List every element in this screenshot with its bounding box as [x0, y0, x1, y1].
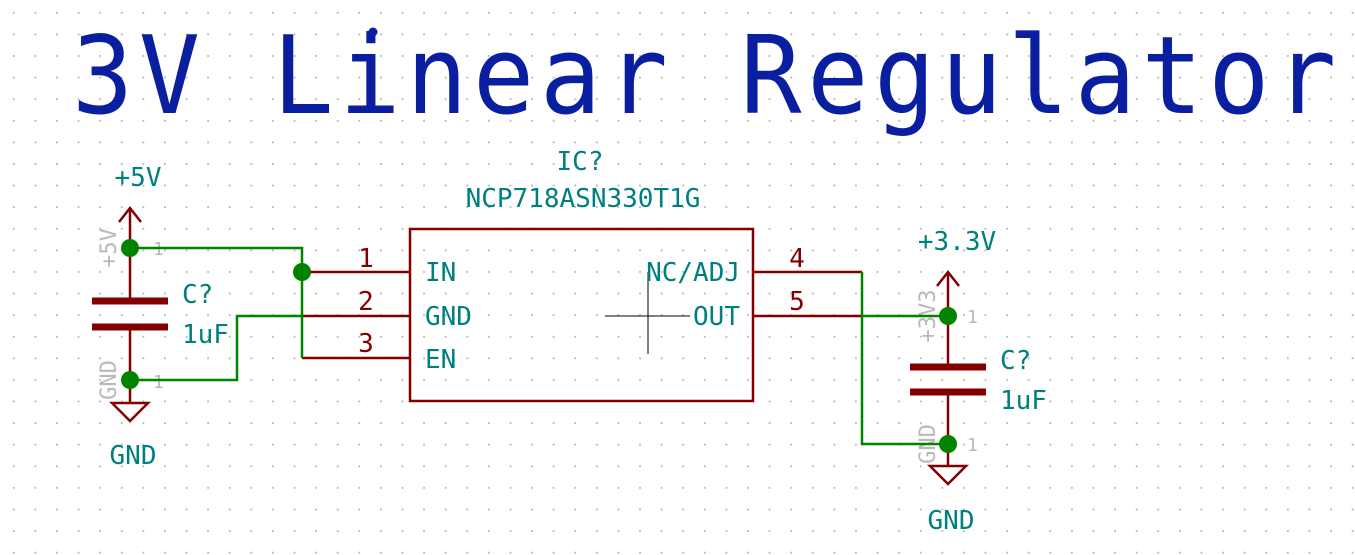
input-capacitor[interactable] [92, 248, 168, 380]
pin-4-number: 4 [789, 244, 805, 274]
pin-5-name: OUT [693, 302, 740, 332]
junction-gnd-input[interactable] [121, 371, 139, 389]
pin-2-name: GND [425, 302, 472, 332]
junction-3v3[interactable] [939, 307, 957, 325]
ground-pin-number-output: 1 [967, 435, 978, 456]
ground-pin-label-input: GND [97, 360, 122, 400]
ic-reference: IC? [557, 147, 604, 177]
pin-1-name: IN [425, 258, 456, 288]
power-pin-number-3v3: 1 [967, 307, 978, 328]
ground-label-input: GND [110, 441, 157, 471]
pin-3-number: 3 [358, 329, 374, 359]
power-label-5v: +5V [115, 163, 162, 193]
wire-gnd-input[interactable] [130, 314, 302, 382]
wire-5v-to-in-en[interactable] [130, 246, 304, 358]
power-pin-number-5v: 1 [153, 239, 164, 260]
junction-gnd-output[interactable] [939, 435, 957, 453]
ground-label-output: GND [928, 506, 975, 536]
sheet-title: 3V Linear Regulator [72, 14, 1342, 139]
input-cap-reference: C? [182, 280, 213, 310]
power-pin-label-5v: +5V [97, 228, 122, 268]
pin-1-number: 1 [358, 244, 374, 274]
junction-in-en[interactable] [293, 263, 311, 281]
pin-3-name: EN [425, 345, 456, 375]
ground-pin-number-input: 1 [153, 372, 164, 393]
junction-5v[interactable] [121, 239, 139, 257]
title-anchor-dot [368, 27, 378, 37]
wire-ncadj-to-gnd[interactable] [860, 272, 948, 446]
output-cap-reference: C? [1000, 346, 1031, 376]
pin-5-number: 5 [789, 287, 805, 317]
pin-2-number: 2 [358, 287, 374, 317]
pin-4-name: NC/ADJ [646, 258, 740, 288]
ic-value: NCP718ASN330T1G [466, 184, 701, 214]
input-cap-value: 1uF [182, 320, 229, 350]
power-label-3v3: +3.3V [918, 227, 996, 257]
output-cap-value: 1uF [1000, 386, 1047, 416]
